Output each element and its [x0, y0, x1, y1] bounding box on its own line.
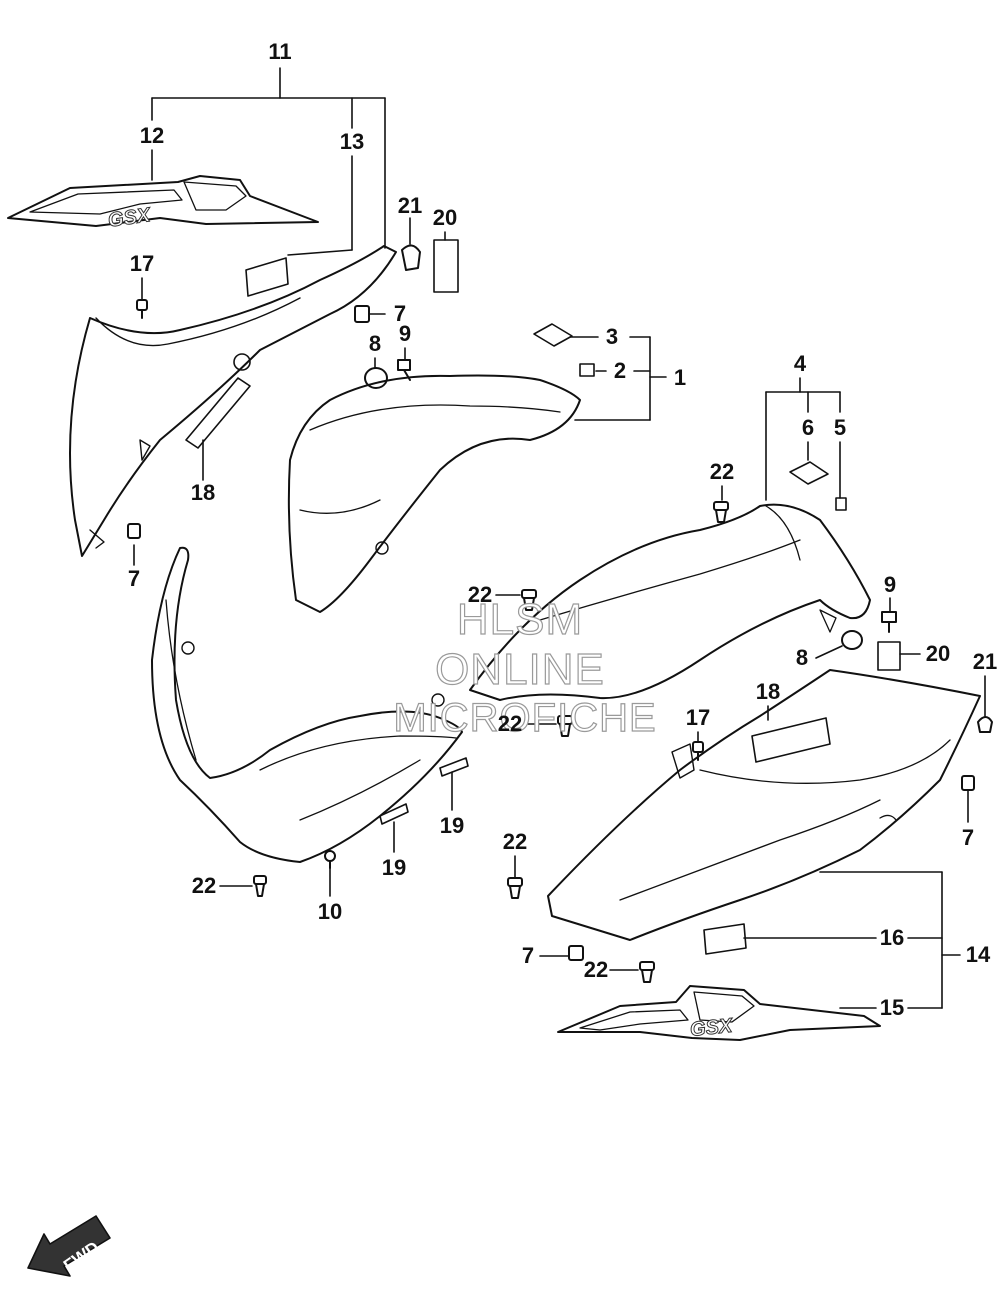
- watermark-line-2: ONLINE: [434, 645, 605, 694]
- callout-21: 21: [972, 649, 998, 674]
- top-gsxr-decal: [7, 175, 319, 227]
- callout-9: 9: [398, 321, 412, 346]
- fwd-arrow-icon: [27, 1215, 111, 1277]
- callout-3: 3: [605, 324, 619, 349]
- callout-14: 14: [965, 942, 991, 967]
- screw-17-top: [136, 299, 148, 319]
- callout-9: 9: [883, 572, 897, 597]
- decal-13: [245, 257, 289, 297]
- callout-16: 16: [879, 925, 905, 950]
- callout-22: 22: [497, 711, 523, 736]
- sticker-16: [703, 923, 747, 955]
- clip-21-right: [977, 716, 993, 733]
- grommet-8-right: [841, 630, 863, 650]
- nut-7-left: [127, 523, 141, 539]
- callout-7: 7: [961, 825, 975, 850]
- callout-12: 12: [139, 123, 165, 148]
- callout-22: 22: [709, 459, 735, 484]
- sticker-20-right: [877, 641, 901, 671]
- fastener-22-center-top: [521, 589, 537, 611]
- strip-18-right: [751, 717, 831, 763]
- clip-10: [324, 850, 336, 869]
- right-side-cowl: [547, 669, 981, 941]
- callout-17: 17: [129, 251, 155, 276]
- callout-5: 5: [833, 415, 847, 440]
- callout-4: 4: [793, 351, 807, 376]
- callout-18: 18: [190, 480, 216, 505]
- callout-8: 8: [368, 331, 382, 356]
- callout-17: 17: [685, 705, 711, 730]
- strip-19-lower: [379, 803, 409, 825]
- callout-1: 1: [673, 365, 687, 390]
- fastener-22-bottom-right: [639, 961, 655, 983]
- strip-18-left: [185, 377, 251, 449]
- callout-22: 22: [191, 873, 217, 898]
- fastener-22-center-bottom: [557, 715, 573, 737]
- callout-20: 20: [925, 641, 951, 666]
- upper-left-cowl: [69, 245, 397, 557]
- callout-13: 13: [339, 129, 365, 154]
- nut-7-right: [961, 775, 975, 791]
- callout-15: 15: [879, 995, 905, 1020]
- pad-6: [789, 461, 829, 485]
- clip-21-top: [401, 244, 421, 271]
- nut-7-top: [354, 305, 370, 323]
- fastener-22-bottom-center: [507, 877, 523, 899]
- pad-3: [533, 323, 573, 347]
- watermark-line-3: MICROFICHE: [393, 696, 657, 740]
- callout-7: 7: [521, 943, 535, 968]
- callout-7: 7: [393, 301, 407, 326]
- strip-19-upper: [439, 757, 469, 777]
- callout-22: 22: [583, 957, 609, 982]
- watermark-line-1: HLSM: [456, 595, 584, 644]
- pad-5: [835, 497, 847, 511]
- bolt-9-right: [881, 611, 897, 633]
- callout-18: 18: [755, 679, 781, 704]
- callout-11: 11: [268, 39, 292, 64]
- sticker-20-top: [433, 239, 459, 293]
- pad-2: [579, 363, 595, 377]
- callout-22: 22: [502, 829, 528, 854]
- bottom-decal-text: GSX: [688, 1014, 734, 1042]
- callout-19: 19: [439, 813, 465, 838]
- callout-21: 21: [397, 193, 423, 218]
- callout-10: 10: [317, 899, 343, 924]
- callout-8: 8: [795, 645, 809, 670]
- front-lower-cowl: [151, 546, 463, 863]
- screw-17-right: [692, 741, 704, 761]
- right-inner-duct: [469, 503, 871, 701]
- grommet-8-left: [364, 367, 388, 389]
- bottom-gsxr-decal: [557, 985, 881, 1041]
- callout-22: 22: [467, 582, 493, 607]
- callout-7: 7: [127, 566, 141, 591]
- nut-7-bottom: [568, 945, 584, 961]
- fastener-22-right-center: [713, 501, 729, 523]
- fastener-22-bottom-left: [253, 875, 267, 897]
- leader-lines: [133, 67, 986, 1009]
- callout-2: 2: [613, 358, 627, 383]
- callout-19: 19: [381, 855, 407, 880]
- inner-duct: [287, 374, 581, 613]
- callout-20: 20: [432, 205, 458, 230]
- callout-6: 6: [801, 415, 815, 440]
